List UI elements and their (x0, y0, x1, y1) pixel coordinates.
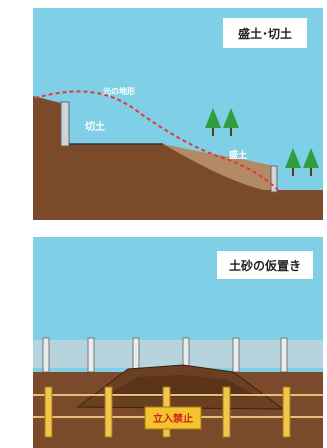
cut-fill-illustration: 盛土･切土 元の地形 切土 盛土 (33, 8, 323, 220)
sign-text: 立入禁止 (153, 412, 193, 425)
panel-title-box: 土砂の仮置き (217, 251, 313, 279)
cut-label: 切土 (85, 120, 105, 133)
retaining-wall-left (60, 101, 70, 147)
tree-group-right (285, 148, 319, 176)
fill-label: 盛土 (229, 149, 247, 161)
no-entry-sign: 立入禁止 (144, 406, 202, 430)
tree-group-middle (205, 108, 239, 136)
hill-left (33, 96, 61, 148)
retaining-wall-right (270, 165, 278, 193)
cut-fill-panel: 盛土･切土 元の地形 切土 盛土 (33, 8, 323, 220)
fill-area (163, 144, 273, 190)
original-ground-label: 元の地形 (103, 86, 135, 96)
soil-pile-top (103, 375, 258, 397)
panel-title-box: 盛土･切土 (223, 18, 307, 48)
ground (33, 103, 323, 220)
soil-storage-illustration: 立入禁止 土砂の仮置き (33, 237, 323, 448)
panel-title: 盛土･切土 (238, 26, 292, 41)
panel-title: 土砂の仮置き (229, 258, 301, 273)
fence-posts-back (42, 337, 288, 373)
original-ground-line (34, 90, 279, 191)
soil-storage-panel: 立入禁止 土砂の仮置き (33, 237, 323, 448)
back-fence (33, 340, 323, 368)
